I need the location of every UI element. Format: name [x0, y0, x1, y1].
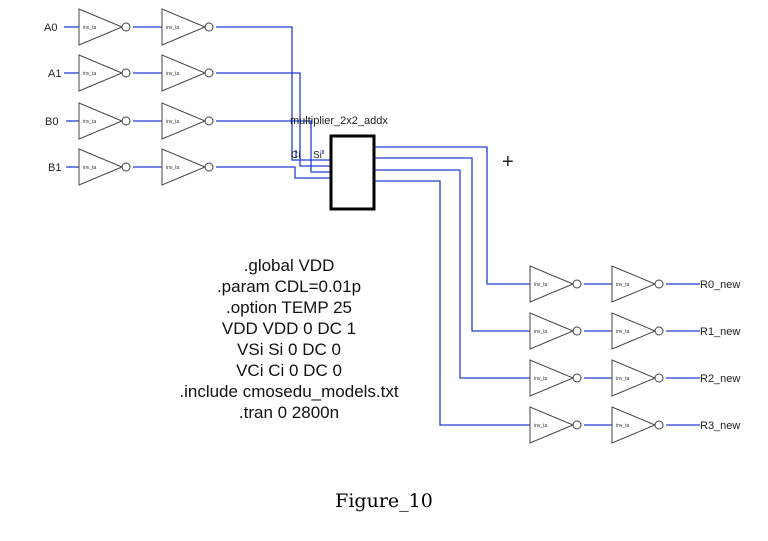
input-pin-b1[interactable]: B1	[48, 162, 61, 174]
inverter-triangle	[611, 312, 657, 350]
spice-line[interactable]: .tran 0 2800n	[239, 403, 339, 422]
inverter-triangle	[161, 148, 207, 186]
inverter-label: inv_ta	[616, 423, 630, 429]
inverter-label: inv_ta	[83, 165, 97, 171]
inverter-gate[interactable]: inv_ta	[611, 265, 664, 303]
inverter-bubble	[204, 116, 214, 126]
output-pin-r1[interactable]: R1_new	[700, 326, 740, 338]
spice-line[interactable]: VSi Si 0 DC 0	[237, 340, 341, 359]
inverter-bubble	[572, 373, 582, 383]
figure-caption: Figure_10	[335, 490, 433, 512]
inverter-label: inv_ta	[534, 423, 548, 429]
inverter-gate[interactable]: inv_ta	[611, 359, 664, 397]
multiplier-block[interactable]: multiplier_2x2_addx Ci Si	[290, 115, 388, 211]
inverter-label: inv_ta	[83, 119, 97, 125]
inverter-label: inv_ta	[616, 329, 630, 335]
inverter-layer: inv_ta inv_ta inv_ta inv_ta inv_ta inv_ta inv_…	[78, 8, 664, 444]
inverter-label: inv_ta	[534, 282, 548, 288]
inverter-gate[interactable]: inv_ta	[161, 54, 214, 92]
inverter-triangle	[78, 148, 124, 186]
inverter-bubble	[654, 326, 664, 336]
inverter-gate[interactable]: inv_ta	[78, 148, 131, 186]
input-pin-a0[interactable]: A0	[44, 22, 57, 34]
inverter-bubble	[572, 420, 582, 430]
inverter-triangle	[529, 265, 575, 303]
inverter-triangle	[611, 265, 657, 303]
inverter-triangle	[78, 8, 124, 46]
inverter-bubble	[572, 279, 582, 289]
inverter-gate[interactable]: inv_ta	[78, 8, 131, 46]
spice-line[interactable]: .option TEMP 25	[226, 298, 352, 317]
inverter-label: inv_ta	[616, 282, 630, 288]
inverter-gate[interactable]: inv_ta	[161, 102, 214, 140]
spice-line[interactable]: VDD VDD 0 DC 1	[222, 319, 356, 338]
inverter-gate[interactable]: inv_ta	[529, 406, 582, 444]
spice-line[interactable]: .global VDD	[244, 256, 335, 275]
inverter-bubble	[121, 116, 131, 126]
inverter-label: inv_ta	[166, 165, 180, 171]
output-pin-r0[interactable]: R0_new	[700, 279, 740, 291]
inverter-gate[interactable]: inv_ta	[78, 102, 131, 140]
inverter-label: inv_ta	[534, 376, 548, 382]
input-pin-a1[interactable]: A1	[48, 68, 61, 80]
multiplier-block-name: multiplier_2x2_addx	[290, 115, 388, 127]
inverter-bubble	[204, 162, 214, 172]
input-pin-b0[interactable]: B0	[45, 116, 58, 128]
inverter-triangle	[78, 102, 124, 140]
inverter-label: inv_ta	[166, 25, 180, 31]
inverter-triangle	[529, 406, 575, 444]
wire-layer	[64, 26, 700, 426]
inverter-bubble	[572, 326, 582, 336]
inverter-triangle	[611, 359, 657, 397]
inverter-triangle	[529, 359, 575, 397]
input-pins: A0 A1 B0 B1	[44, 22, 61, 174]
inverter-bubble	[204, 22, 214, 32]
inverter-gate[interactable]: inv_ta	[161, 8, 214, 46]
inverter-gate[interactable]: inv_ta	[78, 54, 131, 92]
inverter-bubble	[121, 68, 131, 78]
inverter-label: inv_ta	[83, 71, 97, 77]
cursor-crosshair-icon: +	[502, 151, 514, 173]
inverter-gate[interactable]: inv_ta	[529, 265, 582, 303]
inverter-label: inv_ta	[83, 25, 97, 31]
inverter-label: inv_ta	[534, 329, 548, 335]
inverter-gate[interactable]: inv_ta	[611, 312, 664, 350]
multiplier-block-body[interactable]	[329, 134, 376, 211]
spice-line[interactable]: .param CDL=0.01p	[217, 277, 361, 296]
inverter-gate[interactable]: inv_ta	[161, 148, 214, 186]
spice-directives: .global VDD .param CDL=0.01p .option TEM…	[179, 256, 399, 422]
output-pin-r2[interactable]: R2_new	[700, 373, 740, 385]
pin-label-si: Si	[313, 150, 322, 161]
output-pins: R0_new R1_new R2_new R3_new	[700, 279, 740, 432]
inverter-bubble	[654, 373, 664, 383]
output-pin-r3[interactable]: R3_new	[700, 420, 740, 432]
inverter-gate[interactable]: inv_ta	[529, 312, 582, 350]
inverter-triangle	[161, 102, 207, 140]
inverter-bubble	[121, 162, 131, 172]
spice-line[interactable]: VCi Ci 0 DC 0	[236, 361, 342, 380]
inverter-triangle	[161, 54, 207, 92]
inverter-bubble	[654, 420, 664, 430]
inverter-label: inv_ta	[166, 119, 180, 125]
inverter-triangle	[78, 54, 124, 92]
inverter-label: inv_ta	[616, 376, 630, 382]
spice-line[interactable]: .include cmosedu_models.txt	[179, 382, 399, 401]
inverter-triangle	[161, 8, 207, 46]
inverter-triangle	[529, 312, 575, 350]
inverter-label: inv_ta	[166, 71, 180, 77]
inverter-gate[interactable]: inv_ta	[529, 359, 582, 397]
inverter-bubble	[654, 279, 664, 289]
inverter-gate[interactable]: inv_ta	[611, 406, 664, 444]
pin-label-ci: Ci	[291, 150, 300, 161]
inverter-bubble	[121, 22, 131, 32]
inverter-triangle	[611, 406, 657, 444]
inverter-bubble	[204, 68, 214, 78]
